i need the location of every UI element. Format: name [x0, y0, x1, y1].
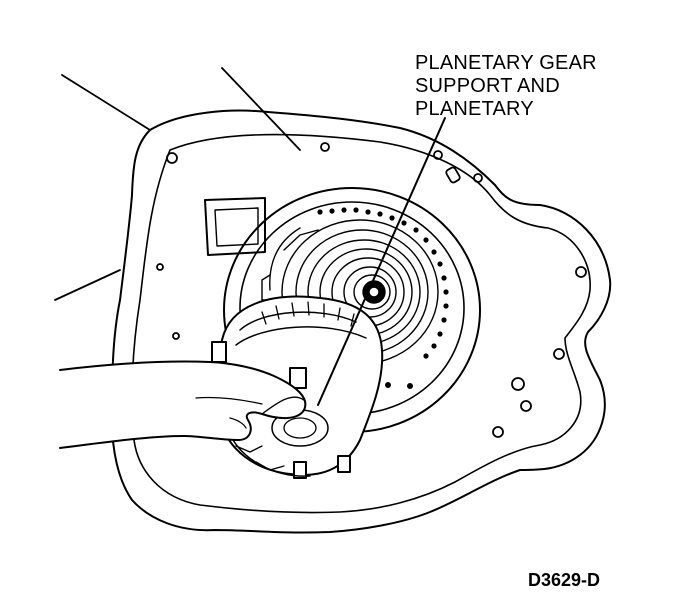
hand	[59, 360, 307, 449]
callout-line-2: SUPPORT AND	[415, 75, 560, 97]
callout-line-3: PLANETARY	[415, 98, 534, 120]
background-lines	[54, 67, 301, 301]
callout-leader-line	[317, 117, 446, 406]
housing-window	[204, 197, 266, 256]
bore-bolt-holes	[317, 207, 449, 389]
callout-label: PLANETARY GEAR SUPPORT AND PLANETARY	[415, 52, 597, 121]
figure-code: D3629-D	[528, 570, 601, 590]
flange-bolt-holes	[156, 142, 587, 477]
callout-line-1: PLANETARY GEAR	[415, 52, 597, 74]
